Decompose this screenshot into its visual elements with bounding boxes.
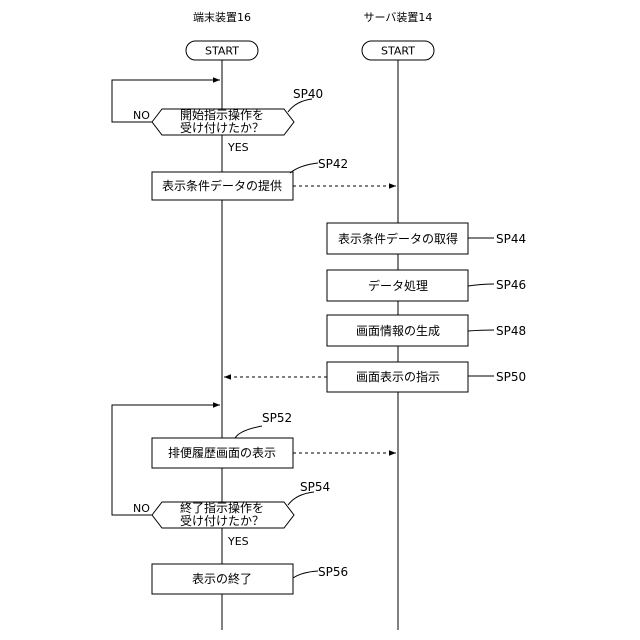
sp56-label: 表示の終了 (192, 571, 252, 586)
sp40-line2: 受け付けたか？ (180, 121, 264, 135)
sp40-no-label: NO (133, 109, 150, 122)
sp52-label: 排便履歴画面の表示 (168, 446, 276, 460)
sp56-id: SP56 (318, 565, 348, 579)
sp40-id: SP40 (293, 87, 323, 101)
sp52-leader (235, 426, 262, 438)
sp48-label: 画面情報の生成 (356, 324, 440, 338)
sp54-id: SP54 (300, 480, 330, 494)
sp44-label: 表示条件データの取得 (338, 231, 458, 246)
sp56-leader (293, 571, 318, 578)
sp42-label: 表示条件データの提供 (162, 178, 282, 193)
sp44-id: SP44 (496, 232, 526, 246)
lane-title-server: サーバ装置14 (364, 11, 433, 24)
sp54-line2: 受け付けたか？ (180, 514, 264, 528)
terminal-start-label: START (205, 45, 239, 58)
sp48-leader (468, 330, 494, 331)
sp54-yes-label: YES (227, 535, 249, 548)
sp42-leader (290, 163, 318, 173)
lane-title-terminal: 端末装置16 (193, 10, 251, 24)
server-start-label: START (381, 45, 415, 58)
sp50-label: 画面表示の指示 (356, 369, 440, 384)
sp46-label: データ処理 (368, 278, 428, 293)
sp48-id: SP48 (496, 324, 526, 338)
sp40-yes-label: YES (227, 141, 249, 154)
sp42-id: SP42 (318, 157, 348, 171)
sp40-line1: 開始指示操作を (180, 107, 264, 122)
sp46-id: SP46 (496, 278, 526, 292)
sp54-no-label: NO (133, 502, 150, 515)
sp50-id: SP50 (496, 370, 526, 384)
sp46-leader (468, 284, 494, 286)
sp52-id: SP52 (262, 411, 292, 425)
sp54-line1: 終了指示操作を (180, 500, 264, 515)
